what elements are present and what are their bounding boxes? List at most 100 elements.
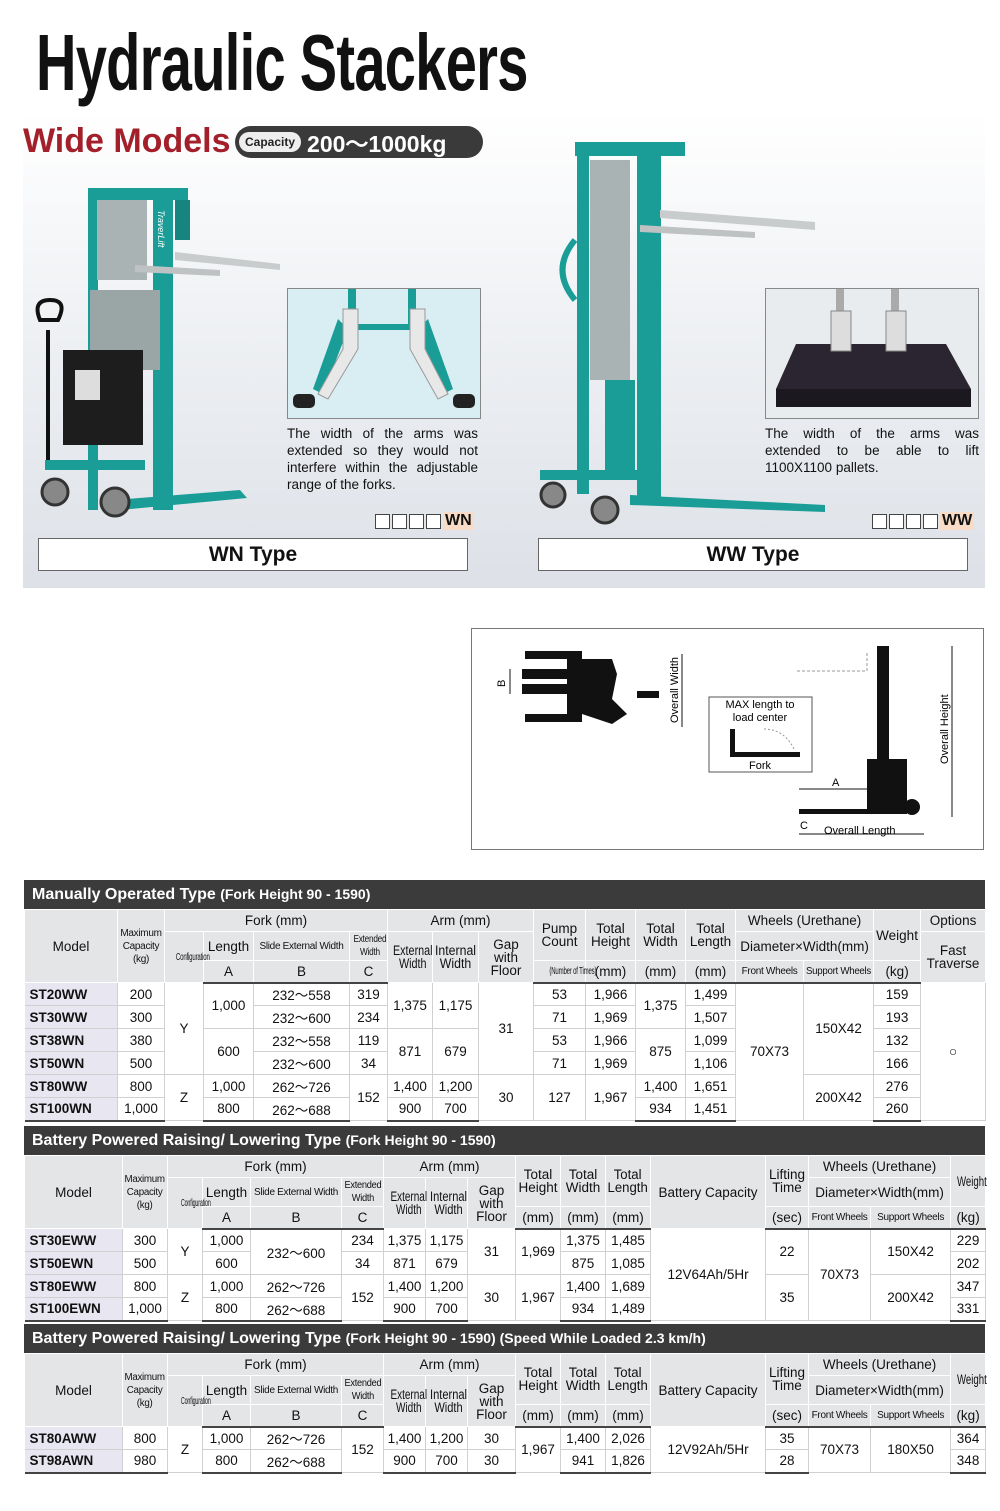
column-header: Total Width <box>560 1155 607 1207</box>
column-header: Diameter×Width(mm) <box>735 931 875 961</box>
spec-cell: 800 <box>122 1274 168 1298</box>
spec-cell: 871 <box>383 1251 427 1275</box>
spec-cell: 980 <box>122 1449 168 1474</box>
spec-cell: 132 <box>873 1028 922 1052</box>
spec-cell: 1,000 <box>203 1074 254 1098</box>
column-header-text: Diameter×Width(mm) <box>815 1184 944 1200</box>
spec-cell: 1,000 <box>203 982 254 1029</box>
model-cell: ST80AWW <box>24 1426 123 1450</box>
spec-cell: 1,969 <box>585 1005 637 1029</box>
column-header: Diameter×Width(mm) <box>808 1177 952 1207</box>
spec-cell: 30 <box>467 1449 517 1474</box>
column-header: (mm) <box>685 960 737 984</box>
wn-stacker-image: TraverLift <box>35 188 280 518</box>
spec-cell: Z <box>167 1274 203 1321</box>
column-header-text: C <box>357 1407 368 1423</box>
spec-cell: 500 <box>122 1251 168 1275</box>
battery-spec-table: Battery Powered Raising/ Lowering Type (… <box>24 1126 987 1322</box>
spec-cell: 200X42 <box>803 1074 875 1121</box>
spec-cell: 875 <box>560 1251 607 1275</box>
spec-cell: 348 <box>950 1449 987 1474</box>
spec-cell: 202 <box>950 1251 987 1275</box>
spec-cell: 900 <box>383 1297 427 1322</box>
capacity-label: Capacity <box>239 132 302 152</box>
column-header-text: Configuration <box>180 1197 211 1209</box>
spec-cell: Z <box>164 1074 204 1121</box>
column-header-text: Fork (mm) <box>244 1159 307 1174</box>
model-cell: ST50WN <box>24 1051 118 1075</box>
dim-b-label: B <box>496 680 508 687</box>
spec-cell: 900 <box>387 1097 434 1122</box>
column-header: A <box>202 1404 251 1428</box>
column-header: (mm) <box>515 1404 562 1428</box>
spec-cell: 1,375 <box>387 982 434 1029</box>
spec-cell: 200X42 <box>870 1274 952 1321</box>
column-header-text: Model <box>52 938 90 954</box>
fork-label: Fork <box>749 760 772 772</box>
spec-cell: 1,485 <box>605 1228 652 1252</box>
spec-cell: 229 <box>950 1228 987 1252</box>
column-header-text: (mm) <box>567 1407 599 1423</box>
column-header-text: External Width <box>393 943 433 971</box>
model-cell: ST50EWN <box>24 1251 123 1275</box>
column-header: (mm) <box>560 1404 607 1428</box>
column-header-text: Total Height <box>591 921 631 949</box>
column-header-text: Slide External Width <box>259 940 344 952</box>
column-header-text: Gap with Floor <box>476 1182 507 1224</box>
column-header: (Number of Times) <box>533 960 597 984</box>
spec-cell: 262～726 <box>250 1274 342 1298</box>
spec-cell: 180X50 <box>870 1426 952 1473</box>
model-cell: ST80EWW <box>24 1274 123 1298</box>
column-header: A <box>202 1206 251 1230</box>
spec-cell: 34 <box>348 1051 389 1075</box>
column-header-text: External Width <box>390 1387 428 1415</box>
ww-caption: The width of the arms was extended to be… <box>765 426 979 475</box>
column-header: Length <box>202 1375 251 1405</box>
model-cell: ST30EWW <box>24 1228 123 1252</box>
column-header: Pump Count <box>533 909 587 961</box>
dim-a-label: A <box>832 777 840 789</box>
spec-cell: 152 <box>340 1426 385 1473</box>
column-header-text: Model <box>55 1382 92 1398</box>
spec-cell: 1,489 <box>605 1297 652 1322</box>
column-header-text: Lifting Time <box>769 1167 806 1195</box>
spec-cell: 1,375 <box>635 982 687 1029</box>
column-header-text: Maximum Capacity (kg) <box>120 927 162 965</box>
page-title: Hydraulic Stackers <box>36 18 528 107</box>
column-header-text: Wheels (Urethane) <box>822 1357 937 1372</box>
column-header: Support Wheels <box>803 960 875 984</box>
spec-cell: 1,085 <box>605 1251 652 1275</box>
column-header-text: Total Height <box>518 1167 558 1195</box>
spec-cell: Z <box>167 1426 203 1473</box>
column-header-text: (sec) <box>772 1407 803 1423</box>
spec-cell: 276 <box>873 1074 922 1098</box>
column-header: Slide External Width <box>250 1375 342 1405</box>
spec-cell: ○ <box>920 982 987 1121</box>
column-header: B <box>250 1206 342 1230</box>
spec-cell: 232～558 <box>253 982 350 1006</box>
column-header-text: Total Width <box>565 1365 601 1393</box>
column-header: Gap with Floor <box>478 931 535 983</box>
column-header-text: External Width <box>390 1189 428 1217</box>
column-header: B <box>253 960 350 984</box>
column-header: Maximum Capacity (kg) <box>117 909 165 983</box>
spec-cell: 30 <box>467 1274 517 1321</box>
column-header: Wheels (Urethane) <box>735 909 875 932</box>
spec-cell: 800 <box>122 1426 168 1450</box>
spec-cell: 934 <box>635 1097 687 1122</box>
column-header-text: Battery Capacity <box>658 1184 758 1200</box>
model-cell: ST100WN <box>24 1097 118 1122</box>
column-header-text: (mm) <box>612 1407 644 1423</box>
spec-cell: 1,400 <box>383 1426 427 1450</box>
column-header: Options <box>920 909 987 932</box>
column-header-text: Slide External Width <box>253 1186 339 1198</box>
model-cell: ST30WW <box>24 1005 118 1029</box>
column-header: Wheels (Urethane) <box>808 1353 952 1376</box>
column-header: External Width <box>383 1177 428 1229</box>
spec-cell: 1,375 <box>383 1228 427 1252</box>
spec-cell: 1,200 <box>425 1426 469 1450</box>
column-header-text: Fork (mm) <box>244 913 308 928</box>
